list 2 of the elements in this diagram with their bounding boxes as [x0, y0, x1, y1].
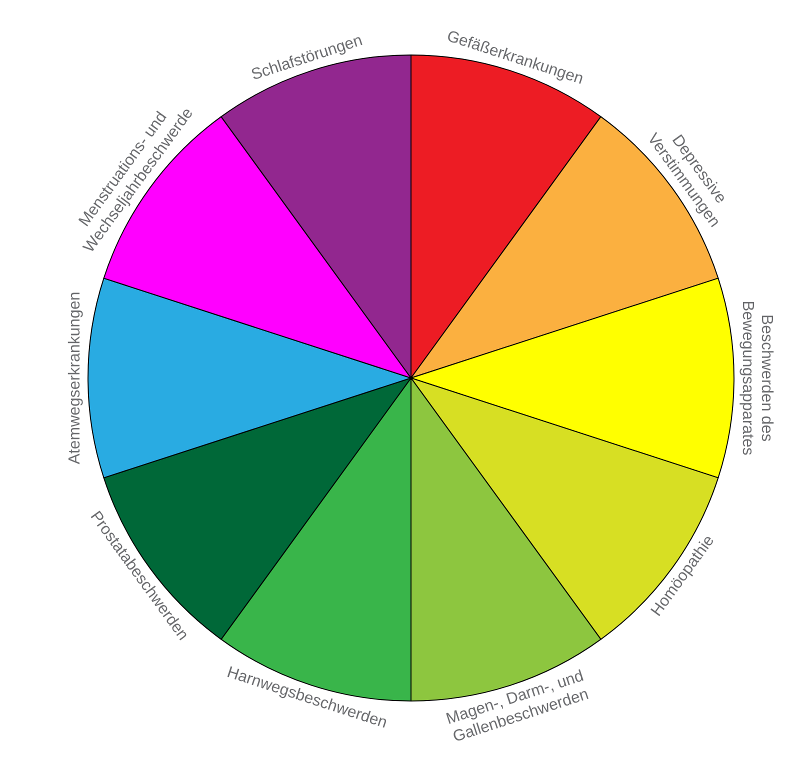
slice-label: Atemwegserkrankungen [64, 292, 84, 464]
slice-label: Beschwerden des Bewegungsapparates [738, 300, 776, 458]
